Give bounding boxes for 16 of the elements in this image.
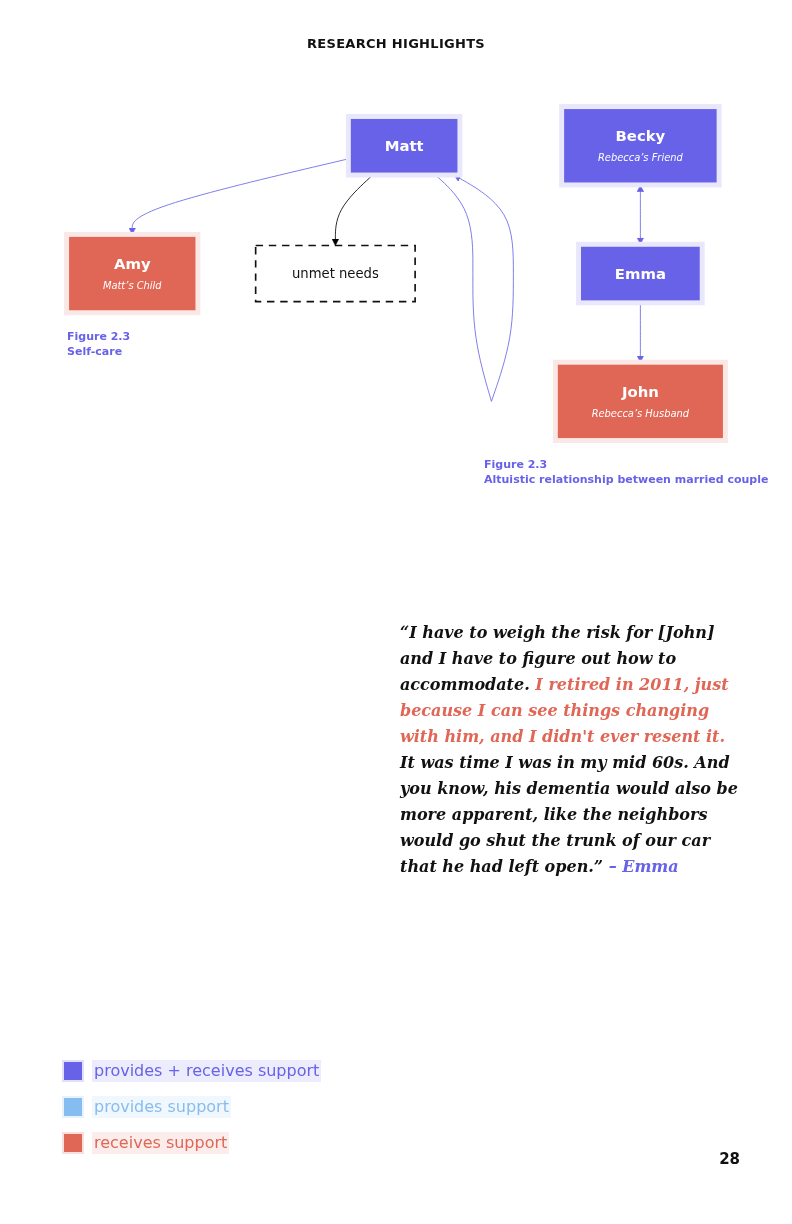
person-box: Becky Rebecca’s Friend xyxy=(559,104,722,188)
person-box: Amy Matt’s Child xyxy=(64,231,201,316)
page-header: RESEARCH HIGHLIGHTS xyxy=(306,36,486,51)
person-box: John Rebecca’s Husband xyxy=(552,359,728,443)
person-box: Emma xyxy=(576,241,705,306)
legend-label: receives support xyxy=(92,1132,230,1154)
quote-text: “I have to weigh the risk for [John] and I have to figure out how to accommodate. I retired in 2011, just because I can see things changing with him, and I didn't ever resent it. It was time I was in my mid 60s. And you know, his dementia would also be more apparent, like the neighbors would go shut the trunk of our car that he had left open.” – Emma xyxy=(400,622,739,878)
figure-number: Figure 2.3 xyxy=(484,457,548,472)
person-box: Matt xyxy=(345,114,463,178)
legend-label: provides + receives support xyxy=(92,1060,322,1082)
dashed-box: unmet needs xyxy=(254,244,416,303)
figure-caption: Altuistic relationship between married couple xyxy=(484,472,769,487)
legend-label: provides support xyxy=(92,1096,231,1118)
figure-number: Figure 2.3 xyxy=(67,329,131,344)
page-number: 28 xyxy=(719,1150,740,1168)
figure-caption: Self-care xyxy=(67,344,123,359)
